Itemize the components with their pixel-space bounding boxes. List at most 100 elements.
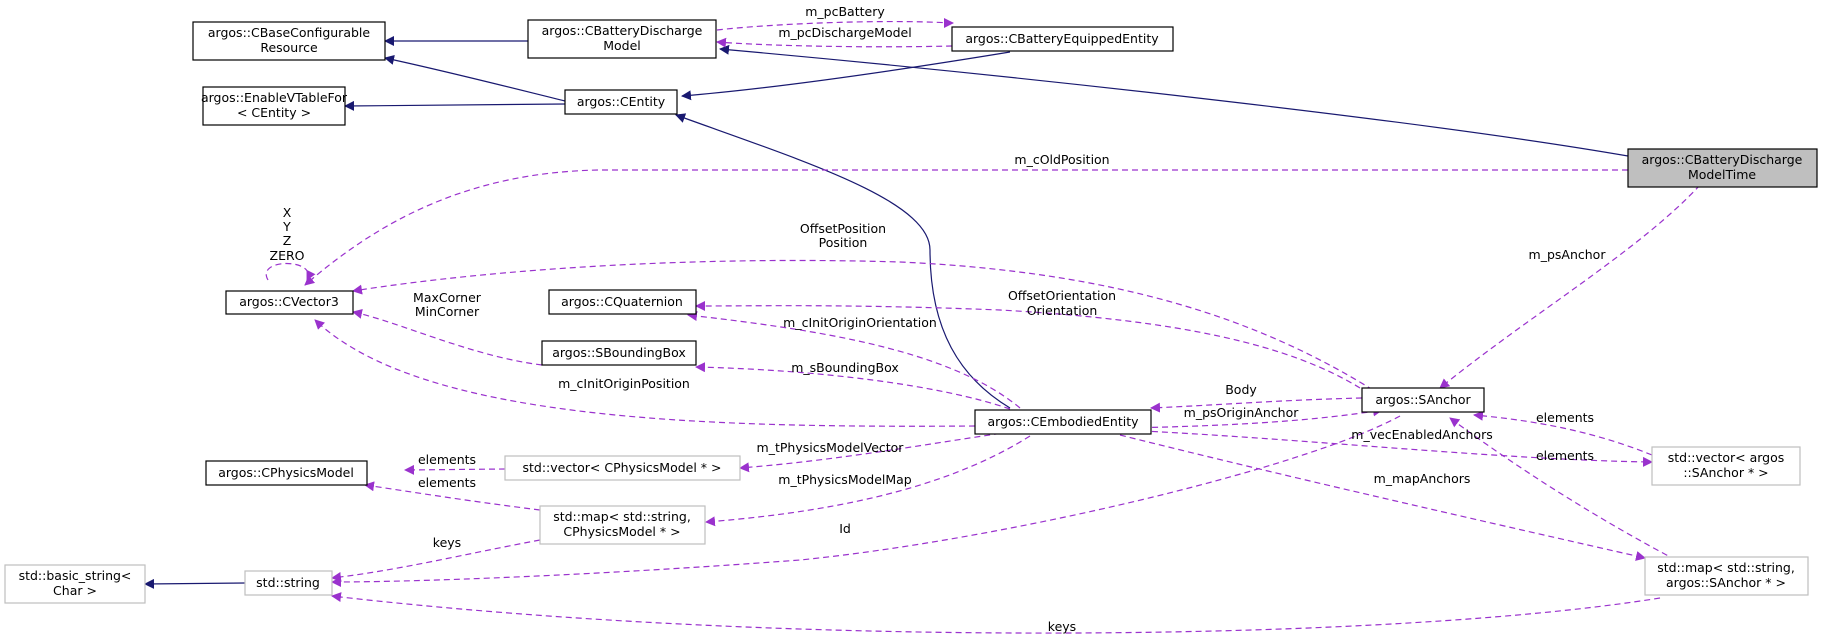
edge-cvector3-self-loop	[265, 263, 316, 281]
label-elements-phys-vec: elements	[418, 452, 476, 467]
svg-text:argos::CEmbodiedEntity: argos::CEmbodiedEntity	[987, 414, 1139, 429]
label-id: Id	[839, 521, 851, 536]
svg-text:ModelTime: ModelTime	[1688, 167, 1756, 182]
svg-text:argos::CBatteryDischarge: argos::CBatteryDischarge	[542, 23, 703, 38]
svg-text:argos::SBoundingBox: argos::SBoundingBox	[552, 345, 686, 360]
svg-text:CPhysicsModel * >: CPhysicsModel * >	[563, 524, 680, 539]
node-map-sanchor[interactable]: std::map< std::string, argos::SAnchor * …	[1644, 556, 1809, 596]
edge-labels: m_pcBattery m_pcDischargeModel m_cOldPos…	[270, 4, 1607, 634]
svg-text:::SAnchor * >: ::SAnchor * >	[1683, 465, 1768, 480]
node-cbatteryequippedentity[interactable]: argos::CBatteryEquippedEntity	[951, 26, 1174, 52]
edge-string-to-basic-string	[144, 578, 246, 589]
svg-text:argos::CBatteryEquippedEntity: argos::CBatteryEquippedEntity	[965, 31, 1159, 46]
svg-text:std::string: std::string	[256, 575, 320, 590]
svg-text:std::vector< argos: std::vector< argos	[1668, 450, 1785, 465]
label-m-coldposition: m_cOldPosition	[1014, 152, 1109, 167]
svg-text:Y: Y	[282, 219, 291, 234]
label-m-vecenabledanchors: m_vecEnabledAnchors	[1351, 427, 1492, 442]
edge-discharge-model-to-battery-equipped	[716, 37, 953, 48]
label-m-psoriginanchor: m_psOriginAnchor	[1184, 405, 1300, 420]
label-m-tphysicsmodelvector: m_tPhysicsModelVector	[757, 440, 905, 455]
label-max-min-corner: MaxCorner MinCorner	[413, 290, 482, 319]
svg-text:Char >: Char >	[53, 583, 97, 598]
svg-text:< CEntity >: < CEntity >	[237, 105, 311, 120]
svg-text:argos::CEntity: argos::CEntity	[577, 94, 666, 109]
label-elements-sanchor-map: elements	[1536, 448, 1594, 463]
label-offset-position: OffsetPosition Position	[800, 221, 886, 250]
label-m-sboundingbox: m_sBoundingBox	[791, 360, 899, 375]
label-m-psanchor: m_psAnchor	[1529, 247, 1607, 262]
svg-text:std::vector< CPhysicsModel * >: std::vector< CPhysicsModel * >	[522, 460, 721, 475]
node-cembodiedentity[interactable]: argos::CEmbodiedEntity	[974, 409, 1152, 435]
node-cphysicsmodel[interactable]: argos::CPhysicsModel	[205, 460, 368, 486]
edge-embodied-to-map-sanchor	[1119, 434, 1646, 561]
edge-embodied-to-vector-sanchor	[1121, 429, 1653, 467]
label-body: Body	[1225, 382, 1257, 397]
edge-battery-equipped-to-discharge-model	[716, 18, 954, 31]
node-string[interactable]: std::string	[244, 570, 333, 596]
label-elements-sanchor-vec: elements	[1536, 410, 1594, 425]
edge-sanchor-to-cvector3	[352, 259, 1374, 391]
svg-text:argos::CPhysicsModel: argos::CPhysicsModel	[218, 465, 354, 480]
edge-sanchor-to-embodied	[1150, 397, 1363, 413]
edge-sboundingbox-to-cvector3	[352, 308, 543, 366]
node-basic-string[interactable]: std::basic_string< Char >	[4, 564, 146, 604]
label-m-pcbattery: m_pcBattery	[805, 4, 885, 19]
edge-model-time-to-cvector3	[304, 169, 1628, 286]
usage-edges	[265, 18, 1701, 634]
svg-text:MaxCorner: MaxCorner	[413, 290, 482, 305]
svg-text:OffsetOrientation: OffsetOrientation	[1008, 288, 1116, 303]
svg-text:MinCorner: MinCorner	[415, 304, 480, 319]
node-cbatterydischargemodel[interactable]: argos::CBatteryDischarge Model	[527, 19, 717, 59]
svg-text:argos::EnableVTableFor: argos::EnableVTableFor	[201, 90, 348, 105]
edge-map-physics-to-cphysicsmodel	[364, 481, 541, 511]
node-sboundingbox[interactable]: argos::SBoundingBox	[541, 340, 697, 366]
node-enablevtablefor[interactable]: argos::EnableVTableFor < CEntity >	[201, 86, 348, 126]
svg-text:std::map< std::string,: std::map< std::string,	[553, 509, 691, 524]
node-map-cphysicsmodel[interactable]: std::map< std::string, CPhysicsModel * >	[539, 505, 706, 545]
node-cbaseconfigurableresource[interactable]: argos::CBaseConfigurable Resource	[192, 21, 386, 61]
svg-text:Z: Z	[283, 233, 292, 248]
label-xyz: X Y Z ZERO	[270, 205, 305, 263]
node-sanchor[interactable]: argos::SAnchor	[1361, 387, 1485, 413]
svg-text:argos::CVector3: argos::CVector3	[239, 294, 339, 309]
edge-vector-sanchor-to-sanchor	[1473, 410, 1653, 456]
label-elements-phys-map: elements	[418, 475, 476, 490]
svg-text:ZERO: ZERO	[270, 248, 305, 263]
edge-map-sanchor-to-sanchor	[1449, 417, 1677, 561]
edge-sanchor-to-string	[331, 415, 1401, 587]
edge-model-time-to-sanchor	[1439, 184, 1701, 389]
label-m-cinitoriginorientation: m_cInitOriginOrientation	[783, 315, 937, 330]
node-cquaternion[interactable]: argos::CQuaternion	[548, 289, 697, 315]
edge-centity-to-base-configurable	[384, 55, 566, 102]
edge-embodied-to-cvector3-init-origin	[314, 319, 976, 427]
node-vector-cphysicsmodel[interactable]: std::vector< CPhysicsModel * >	[504, 455, 741, 481]
edge-embodied-to-vector-physics	[739, 431, 1011, 473]
label-offset-orientation: OffsetOrientation Orientation	[1008, 288, 1116, 318]
edge-battery-equipped-to-centity	[681, 51, 1011, 101]
label-keys-phys-map: keys	[433, 535, 461, 550]
svg-text:Orientation: Orientation	[1027, 303, 1098, 318]
edge-model-time-to-discharge-model	[719, 44, 1629, 157]
svg-text:std::map< std::string,: std::map< std::string,	[1657, 560, 1795, 575]
node-cbatterydischargemodeltime[interactable]: argos::CBatteryDischarge ModelTime	[1627, 148, 1818, 188]
svg-text:Model: Model	[603, 38, 641, 53]
svg-text:argos::CBaseConfigurable: argos::CBaseConfigurable	[208, 25, 370, 40]
svg-text:argos::CBatteryDischarge: argos::CBatteryDischarge	[1642, 152, 1803, 167]
svg-text:argos::CQuaternion: argos::CQuaternion	[561, 294, 683, 309]
svg-text:X: X	[283, 205, 292, 220]
edge-embodied-to-sboundingbox	[695, 362, 1011, 410]
edge-map-physics-to-string	[331, 539, 541, 582]
inheritance-edges	[344, 36, 1629, 409]
label-m-tphysicsmodelmap: m_tPhysicsModelMap	[778, 472, 912, 487]
label-m-mapanchors: m_mapAnchors	[1374, 471, 1471, 486]
node-cvector3[interactable]: argos::CVector3	[225, 290, 354, 315]
edge-sanchor-to-cquaternion	[695, 300, 1361, 389]
edge-vector-physics-to-cphysicsmodel	[404, 464, 506, 475]
svg-text:OffsetPosition: OffsetPosition	[800, 221, 886, 236]
node-vector-sanchor[interactable]: std::vector< argos ::SAnchor * >	[1651, 446, 1801, 486]
node-centity[interactable]: argos::CEntity	[564, 89, 678, 115]
edge-embodied-to-centity	[675, 113, 1011, 409]
svg-text:Resource: Resource	[260, 40, 318, 55]
